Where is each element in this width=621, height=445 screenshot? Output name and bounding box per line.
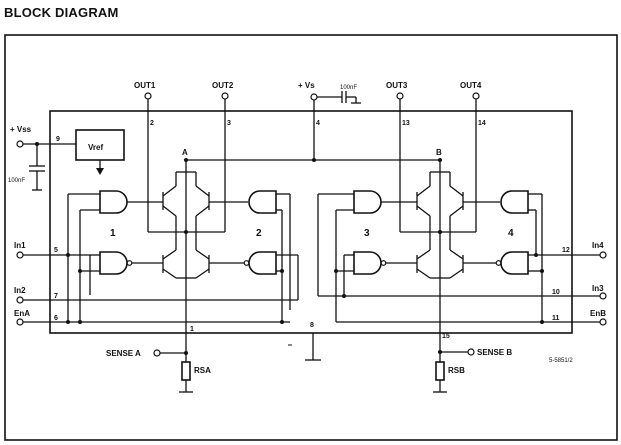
gate-group-2-label: 2 [256, 228, 262, 239]
out3-label: OUT3 [386, 81, 408, 90]
in3-label: In3 [592, 284, 604, 293]
bridge-b [317, 160, 556, 335]
pin-11-label: 11 [552, 315, 560, 322]
in1-label: In1 [14, 241, 26, 250]
pin-6-label: 6 [54, 315, 58, 322]
out1-terminal [144, 92, 152, 100]
out4-label: OUT4 [460, 81, 482, 90]
diagram-frame [4, 34, 618, 441]
in4-terminal [599, 251, 607, 259]
pin-9-label: 9 [56, 136, 60, 143]
pin-8-label: 8 [310, 322, 314, 329]
enb-label: EnB [590, 309, 606, 318]
vs-label: + Vs [298, 81, 315, 90]
pin-2-label: 2 [150, 120, 154, 127]
out3-terminal [396, 92, 404, 100]
in2-label: In2 [14, 286, 26, 295]
out2-terminal [221, 92, 229, 100]
enb-terminal [599, 318, 607, 326]
bridge-a [67, 160, 299, 335]
ena-terminal [16, 318, 24, 326]
resistor-rsb [435, 361, 445, 381]
rsa-label: RSA [194, 366, 211, 375]
in2-terminal [16, 296, 24, 304]
drawing-code: 5-5851/2 [549, 358, 573, 364]
pin-15-label: 15 [442, 333, 450, 340]
gate-group-4-label: 4 [508, 228, 514, 239]
vs-terminal [310, 93, 318, 101]
gate-group-3-label: 3 [364, 228, 370, 239]
pin-13-label: 13 [402, 120, 410, 127]
resistor-rsa [181, 361, 191, 381]
node-b-label: B [436, 148, 442, 157]
ic-package-outline [49, 110, 573, 334]
vss-terminal [16, 140, 24, 148]
rsb-label: RSB [448, 366, 465, 375]
vss-label: + Vss [10, 125, 32, 134]
sense-a-label: SENSE A [106, 349, 141, 358]
pin-3-label: 3 [227, 120, 231, 127]
in3-terminal [599, 292, 607, 300]
sense-b-terminal [467, 348, 475, 356]
in4-label: In4 [592, 241, 604, 250]
sense-a-terminal [153, 349, 161, 357]
pin-7-label: 7 [54, 293, 58, 300]
ena-label: EnA [14, 309, 30, 318]
pin-12-label: 12 [562, 247, 570, 254]
out2-label: OUT2 [212, 81, 234, 90]
pin-5-label: 5 [54, 247, 58, 254]
pin-1-label: 1 [190, 326, 194, 333]
node-a-label: A [182, 148, 188, 157]
diagram-heading: BLOCK DIAGRAM [4, 5, 119, 20]
pin-14-label: 14 [478, 120, 486, 127]
gate-group-1-label: 1 [110, 228, 116, 239]
pin-4-label: 4 [316, 120, 320, 127]
out4-terminal [472, 92, 480, 100]
sense-b-label: SENSE B [477, 348, 512, 357]
pin-10-label: 10 [552, 289, 560, 296]
vref-label: Vref [88, 143, 103, 152]
capacitor-vs-label: 100nF [340, 85, 357, 91]
out1-label: OUT1 [134, 81, 156, 90]
capacitor-vss-label: 100nF [8, 178, 25, 184]
in1-terminal [16, 251, 24, 259]
